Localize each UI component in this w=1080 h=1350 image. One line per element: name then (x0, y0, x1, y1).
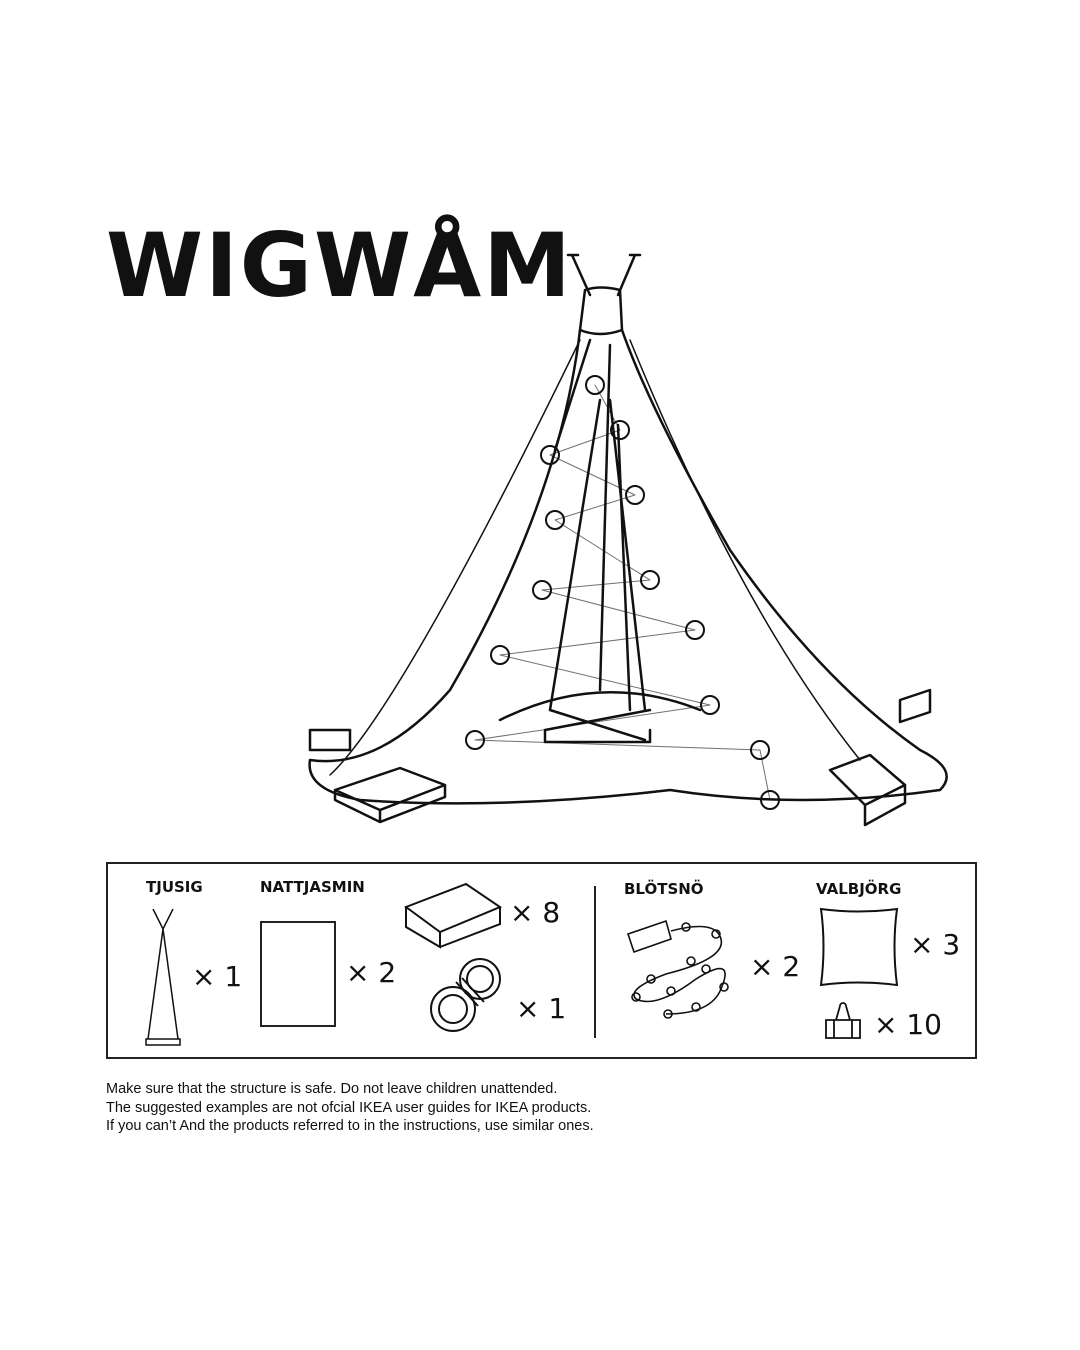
wigwam-illustration (308, 253, 948, 827)
note-line: The suggested examples are not ofcial IK… (106, 1099, 592, 1116)
rope-icon (430, 958, 501, 1032)
part-qty-blotsno: × 2 (750, 950, 801, 983)
string-lights-icon (626, 919, 729, 1019)
divider (594, 886, 596, 1038)
book-icon (404, 882, 503, 949)
note-line: If you can’t And the products referred t… (106, 1118, 594, 1134)
binder-clip-icon (825, 1002, 861, 1039)
part-qty-nattjasmin: × 2 (346, 956, 397, 989)
part-qty-rope: × 1 (516, 992, 567, 1025)
sheet-icon (260, 921, 336, 1027)
part-qty-valbjorg: × 3 (910, 928, 961, 961)
part-label-blotsno: BLÖTSNÖ (624, 880, 704, 898)
part-qty-clips: × 10 (874, 1008, 942, 1041)
page-title: WIGWÅM (106, 214, 573, 317)
part-qty-books: × 8 (510, 896, 561, 929)
pillow-icon (819, 907, 899, 987)
parts-list: TJUSIG × 1 NATTJASMIN × 2 × 8 × 1 BLÖTSN… (106, 862, 977, 1059)
part-label-nattjasmin: NATTJASMIN (260, 878, 365, 896)
safety-notes: Make sure that the structure is safe. Do… (106, 1080, 594, 1136)
part-label-tjusig: TJUSIG (146, 878, 203, 896)
note-line: Make sure that the structure is safe. Do… (106, 1081, 558, 1097)
part-qty-tjusig: × 1 (192, 960, 243, 993)
coat-rack-icon (145, 909, 181, 1046)
part-label-valbjorg: VALBJÖRG (816, 880, 902, 898)
